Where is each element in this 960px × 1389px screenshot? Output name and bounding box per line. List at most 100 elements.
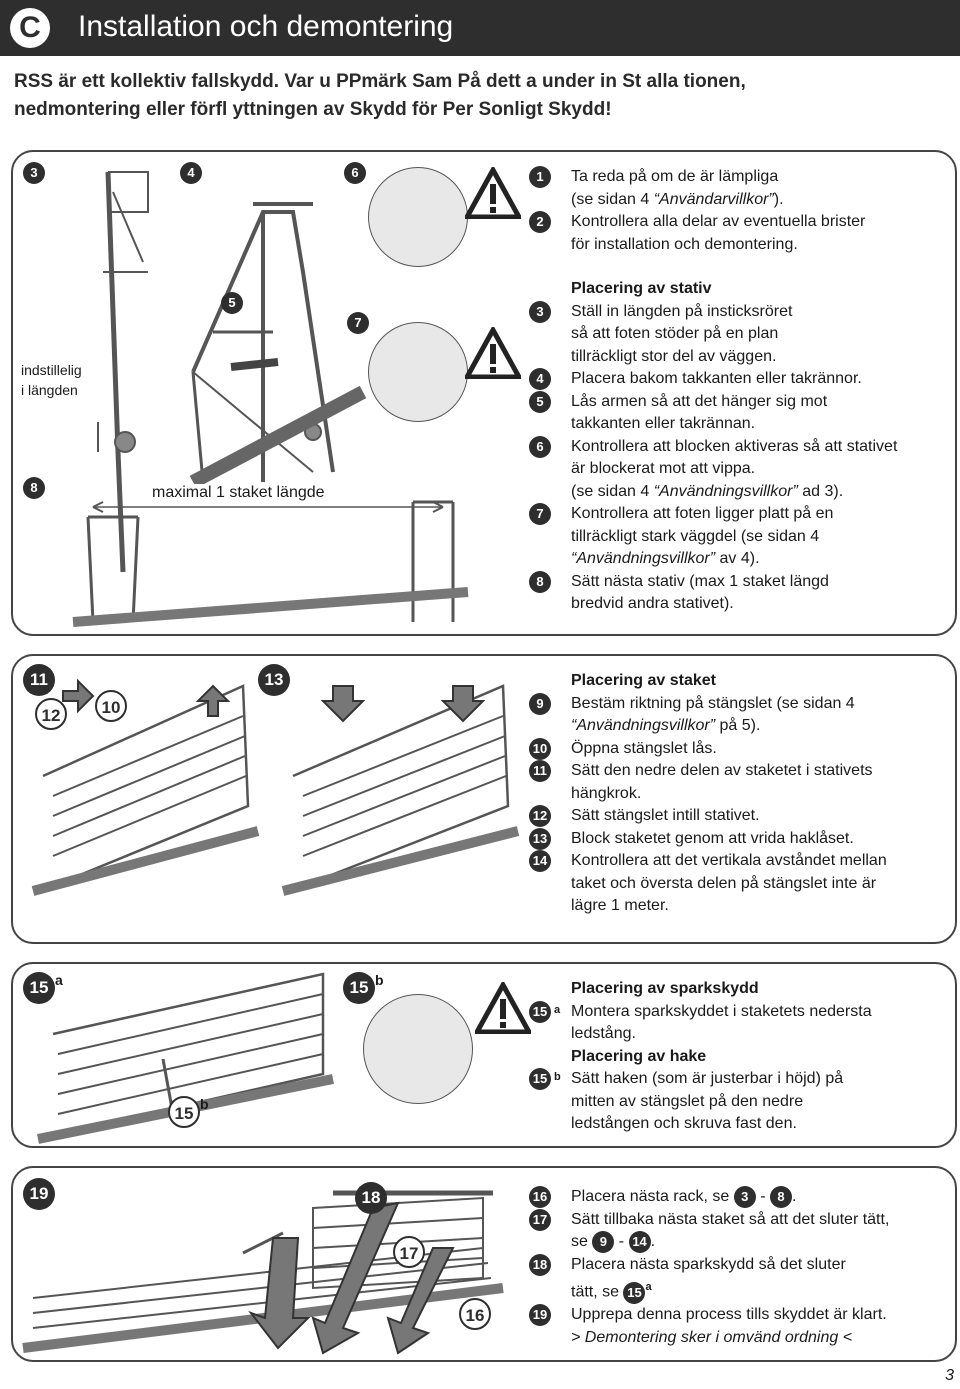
step-badge: 13 [529, 827, 551, 850]
panel-stativ: 3 4 6 5 7 8 indstillelig i längden maxim… [11, 150, 957, 636]
label-4: 4 [180, 162, 202, 184]
step-text: > Demontering sker i omvänd ordning < [571, 1328, 853, 1346]
step-text: Kontrollera att blocken aktiveras så att… [571, 437, 898, 455]
step-text: “Användningsvillkor” [653, 482, 798, 500]
step-6: 6 Kontrollera att blocken aktiveras så at… [529, 435, 949, 504]
step-text: Block staketet genom att vrida haklåset. [571, 829, 854, 847]
intro-line-1: RSS är ett kollektiv fallskydd. Var u PP… [14, 71, 746, 92]
ref-badge: 9 [592, 1231, 615, 1254]
step-text: “Användningsvillkor” [571, 550, 716, 567]
label-7: 7 [347, 312, 369, 334]
step-badge: 4 [529, 368, 551, 390]
step-18: 18 Placera nästa sparkskydd så det sluter… [529, 1253, 949, 1304]
section-heading: Placering av stativ [571, 280, 712, 297]
step-text: Kontrollera att foten ligger platt på en [571, 505, 834, 522]
label-10: 10 [95, 690, 127, 722]
step-badge: 16 [529, 1186, 551, 1208]
step-text: (se sidan 4 [571, 482, 654, 500]
step-text: ledstång. [571, 1025, 636, 1042]
step-text: Öppna stängslet lås. [571, 739, 717, 757]
step-text: Lås armen så att det hänger sig mot [571, 392, 828, 410]
step-text: Ta reda på om de är lämpliga [571, 168, 779, 185]
step-14: 14 Kontrollera att det vertikala avstånde… [529, 850, 949, 918]
staket-illustration [31, 678, 520, 896]
label-17: 17 [393, 1236, 425, 1268]
step-text: Upprepa denna process tills skyddet är k… [571, 1306, 887, 1324]
step-badge: 9 [529, 692, 551, 715]
step-text: tillräckligt stark väggdel (se sidan 4 [571, 527, 820, 545]
upprepa-illustration [22, 1190, 504, 1355]
step-badge: 15 [343, 972, 375, 1004]
step-text: lägre 1 meter. [571, 897, 669, 914]
page-number: 3 [945, 1367, 954, 1384]
step-text: bredvid andra stativet). [571, 595, 734, 612]
badge-suffix: a [645, 1281, 652, 1294]
step-text: Kontrollera att det vertikala avståndet … [571, 852, 887, 869]
step-text: ledstången och skruva fast den. [571, 1115, 797, 1132]
step-badge: 6 [529, 435, 551, 458]
step-text: Placera bakom takkanten eller takrännor. [571, 370, 862, 387]
label-12: 12 [35, 698, 67, 730]
step-text: Bestäm riktning på stängslet (se sidan 4 [571, 694, 855, 712]
intro-line-2: nedmontering eller förfl yttningen av Sk… [14, 99, 612, 120]
warning-icon [465, 167, 521, 219]
step-text: Montera sparkskyddet i staketets nederst… [571, 1002, 872, 1020]
step-badge: 7 [529, 503, 551, 525]
label-11: 11 [23, 664, 55, 696]
label-13: 13 [258, 664, 290, 696]
step-text: ). [773, 190, 784, 208]
step-7: 7 Kontrollera att foten ligger platt på e… [529, 503, 949, 571]
step-text: så att foten stöder på en plan [571, 325, 779, 342]
step-text: taket och översta delen på stängslet int… [571, 874, 877, 892]
detail-circle-hook [363, 994, 473, 1104]
badge-suffix: a [55, 972, 63, 988]
label-5: 5 [221, 292, 243, 314]
adjustable-label: indstillelig i längden [21, 360, 82, 400]
intro-warning: RSS är ett kollektiv fallskydd. Var u PP… [14, 68, 944, 124]
adjustable-label-line: indstillelig [21, 362, 82, 378]
label-6: 6 [344, 162, 366, 184]
step-text: se [571, 1233, 593, 1251]
step-badge: 8 [529, 570, 551, 593]
max-length-label: maximal 1 staket längde [148, 484, 329, 502]
label-16: 16 [459, 1298, 491, 1330]
step-text: - [614, 1233, 629, 1251]
step-text: - [755, 1188, 770, 1206]
step-badge: 2 [529, 211, 551, 233]
ref-badge: 8 [769, 1186, 792, 1208]
detail-circle-6 [368, 167, 468, 267]
step-4: 4 Placera bakom takkanten eller takrännor… [529, 368, 949, 391]
ref-badge: 14 [628, 1231, 651, 1254]
step-badge: 15 [168, 1096, 200, 1128]
adjustable-label-line: i längden [21, 382, 78, 398]
step-badge: 15 [529, 1068, 551, 1090]
step-text: av 4). [715, 550, 760, 567]
step-badge: 18 [529, 1253, 551, 1276]
step-text: mitten av stängslet på den nedre [571, 1092, 804, 1110]
step-9: 9 Bestäm riktning på stängslet (se sidan … [529, 692, 949, 738]
step-text: Placera nästa sparkskydd så det sluter [571, 1255, 846, 1273]
step-badge: 3 [529, 300, 551, 323]
step-text: för installation och demontering. [571, 235, 798, 253]
step-badge: 14 [529, 850, 551, 872]
step-badge: 10 [529, 737, 551, 760]
section-heading: Placering av hake [571, 1047, 707, 1065]
badge-suffix: b [554, 1071, 561, 1083]
step-badge: 5 [529, 390, 551, 413]
step-badge: 15 [23, 972, 55, 1004]
step-text: Placera nästa rack, se [571, 1188, 734, 1206]
